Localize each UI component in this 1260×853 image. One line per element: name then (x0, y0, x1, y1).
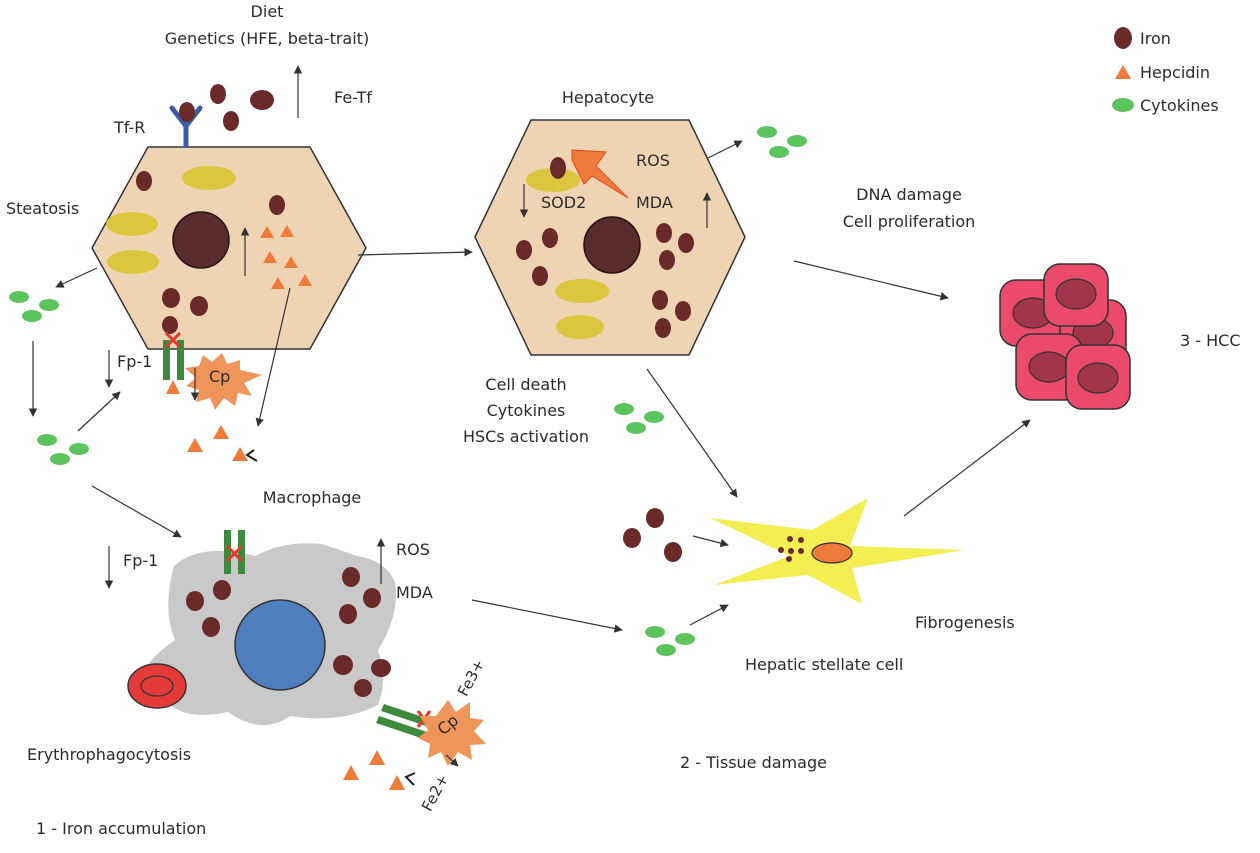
legend-label: Iron (1140, 28, 1171, 48)
erythrophagocytosis-label: Erythrophagocytosis (27, 745, 192, 764)
cytokine-group-left-mid (37, 434, 89, 465)
ros-lightning-icon (571, 149, 629, 199)
tissue-damage-label: 2 - Tissue damage (680, 753, 827, 772)
sod2-label: SOD2 (541, 193, 587, 212)
hepcidin-group (260, 225, 312, 289)
cytokine-group-bottom-center (645, 626, 695, 656)
iron-particle (162, 316, 178, 334)
cytokines-label: Cytokines (486, 401, 566, 420)
hepcidin-triangle (166, 380, 180, 394)
iron-particle (269, 195, 285, 215)
cytokine-group-center (614, 403, 664, 434)
hcc-label: 3 - HCC (1180, 331, 1241, 350)
genetics-label: Genetics (HFE, beta-trait) (164, 29, 370, 48)
iron-particle (136, 171, 152, 191)
hepatic-stellate-cell (710, 498, 965, 604)
iron-particle (162, 288, 180, 308)
stellate-nucleus (811, 542, 853, 564)
ros-top-label: ROS (636, 151, 670, 170)
cytokine-group-top-right (757, 126, 807, 158)
tf-r-label: Tf-R (114, 118, 146, 137)
dna-damage-label: DNA damage (856, 185, 962, 204)
steatosis-label: Steatosis (6, 199, 80, 218)
hepatocyte-nucleus (583, 216, 641, 274)
iron-dot-icon (1114, 27, 1132, 49)
diet-label: Diet (250, 2, 284, 21)
hepatic-stellate-cell-label: Hepatic stellate cell (745, 655, 904, 674)
legend-item-hepcidin: Hepcidin (1108, 60, 1210, 84)
ros-bottom-label: ROS (396, 540, 430, 559)
mda-bottom-label: MDA (396, 583, 433, 602)
hepcidin-group-macrophage (343, 750, 405, 790)
hepcidin-triangle-icon (1115, 65, 1131, 79)
macrophage-nucleus (234, 599, 326, 691)
ceruloplasmin-burst-top (185, 353, 262, 410)
hepatocyte-nucleus (172, 211, 230, 269)
cell-proliferation-label: Cell proliferation (842, 212, 976, 231)
iron-accumulation-label: 1 - Iron accumulation (36, 819, 207, 838)
legend-label: Cytokines (1140, 95, 1219, 115)
lipid-droplet (106, 212, 158, 236)
iron-group-stellate (623, 508, 682, 562)
fp1-top-label: Fp-1 (117, 352, 153, 371)
transferrin-receptor-icon (169, 105, 203, 148)
cp-top-label: Cp (209, 367, 231, 386)
mda-top-label: MDA (636, 193, 673, 212)
hepatocyte-cell-left (91, 146, 367, 350)
cytokine-ellipse-icon (1112, 98, 1134, 112)
lipid-droplet (107, 250, 159, 274)
hepatocyte-cell-right (474, 119, 746, 356)
fp1-bottom-label: Fp-1 (123, 551, 159, 570)
hepatocyte-label: Hepatocyte (561, 88, 655, 107)
legend-item-cytokines: Cytokines (1108, 93, 1219, 117)
hcc-cell-cluster (999, 263, 1131, 410)
cell-death-label: Cell death (485, 375, 567, 394)
ferroportin-channel-top (163, 331, 184, 380)
hsc-activation-label: HSCs activation (462, 427, 590, 446)
erythrocyte-icon (127, 663, 187, 709)
fibrogenesis-label: Fibrogenesis (915, 613, 1015, 632)
fe-tf-label: Fe-Tf (334, 88, 372, 107)
iron-group-hepatocyte-2 (516, 223, 694, 338)
iron-particle (190, 296, 208, 316)
lipid-droplet (182, 166, 236, 190)
iron-group-top (179, 84, 274, 131)
ceruloplasmin-burst-bottom (418, 700, 486, 766)
legend-item-iron: Iron (1108, 26, 1171, 50)
hepcidin-group-released (187, 425, 248, 461)
macrophage-cell (149, 538, 396, 726)
cytokine-group-left-top (9, 291, 59, 322)
macrophage-label: Macrophage (262, 488, 362, 507)
legend-label: Hepcidin (1140, 62, 1211, 82)
ferroportin-channel-macrophage-top (224, 530, 245, 574)
